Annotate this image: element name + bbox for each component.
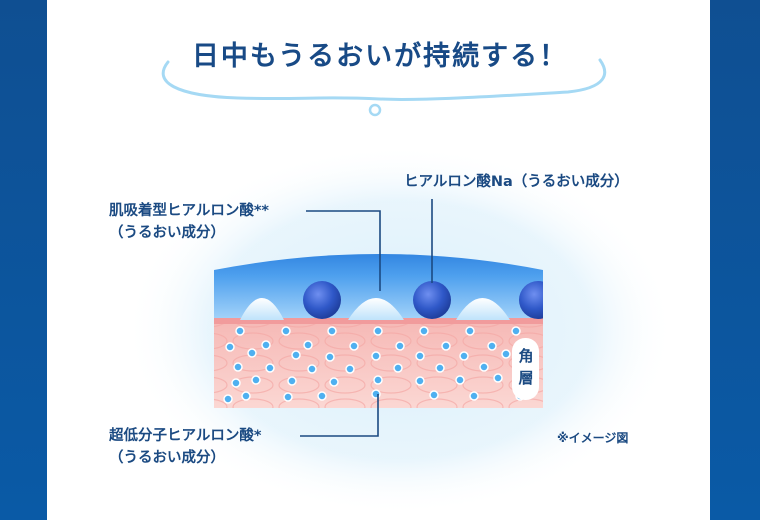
label-sodium-hyaluronate: ヒアルロン酸Na（うるおい成分）	[404, 171, 629, 193]
label-low-molecular-ha-role: （うるおい成分）	[109, 450, 225, 466]
adsorbing-ha-mound	[240, 298, 284, 320]
label-stratum-corneum-char1: 角	[518, 347, 534, 365]
adsorbing-ha-mound	[456, 298, 510, 320]
label-adsorbing-ha-role: （うるおい成分）	[109, 225, 225, 241]
sodium-hyaluronate-sphere	[413, 281, 451, 319]
label-stratum-corneum-char2: 層	[518, 369, 534, 387]
label-adsorbing-ha-name: 肌吸着型ヒアルロン酸**	[109, 203, 270, 219]
image-note: ※イメージ図	[557, 431, 629, 445]
skin-surface-line	[214, 318, 543, 324]
label-stratum-corneum: 角 層	[515, 345, 537, 389]
sodium-hyaluronate-sphere	[303, 281, 341, 319]
sodium-hyaluronate-sphere	[519, 281, 543, 319]
title-underline	[161, 58, 607, 101]
leader-line-adsorbing-ha	[306, 210, 381, 291]
label-low-molecular-ha-name: 超低分子ヒアルロン酸*	[109, 428, 262, 444]
title-underline-loop	[368, 103, 382, 117]
page-title: 日中もうるおいが持続する！	[191, 41, 569, 72]
low-molecular-ha-dots	[223, 326, 525, 404]
adsorbing-ha-mound	[348, 298, 404, 320]
label-adsorbing-hyaluronic-acid: 肌吸着型ヒアルロン酸** （うるおい成分）	[109, 200, 269, 244]
layer-label-badge	[512, 338, 539, 400]
leader-line-low-molecular-ha	[300, 394, 379, 437]
label-low-molecular-hyaluronic-acid: 超低分子ヒアルロン酸* （うるおい成分）	[109, 425, 261, 469]
right-border	[710, 0, 760, 520]
label-sodium-hyaluronate-text: ヒアルロン酸Na（うるおい成分）	[404, 174, 629, 190]
skin-block	[214, 254, 543, 408]
left-border	[0, 0, 47, 520]
